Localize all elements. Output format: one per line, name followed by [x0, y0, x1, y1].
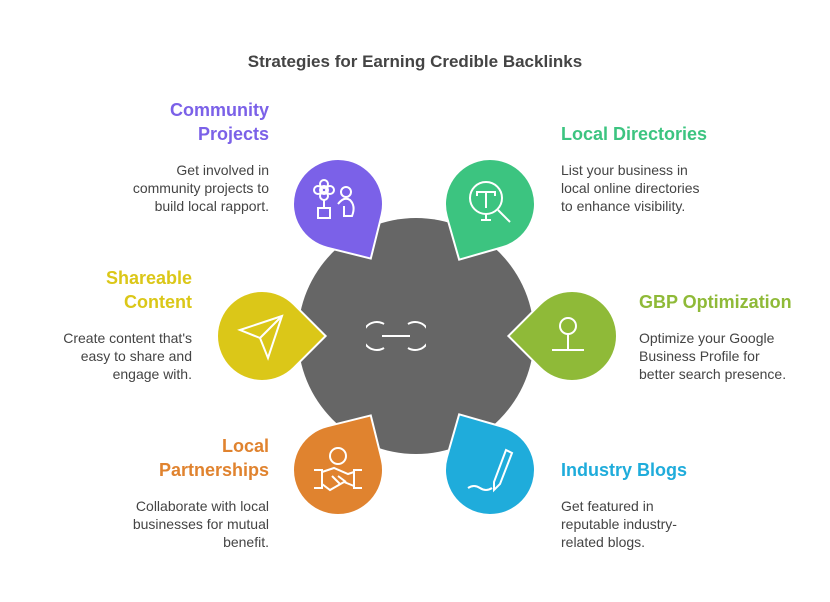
heading-local-directories: Local Directories: [561, 124, 708, 144]
heading-industry-blogs: Industry Blogs: [561, 460, 688, 480]
paper-plane-icon: [237, 314, 284, 361]
directory-search-icon: [469, 181, 511, 223]
heading-gbp-optimization: GBP Optimization: [639, 292, 792, 312]
pen-icon: [467, 448, 514, 493]
community-icon: [313, 179, 355, 219]
link-icon: [366, 321, 426, 351]
location-pin-icon: [552, 317, 584, 351]
diagram-title: Strategies for Earning Credible Backlink…: [247, 52, 583, 71]
handshake-icon: [314, 447, 362, 492]
central-hub: [298, 218, 534, 454]
